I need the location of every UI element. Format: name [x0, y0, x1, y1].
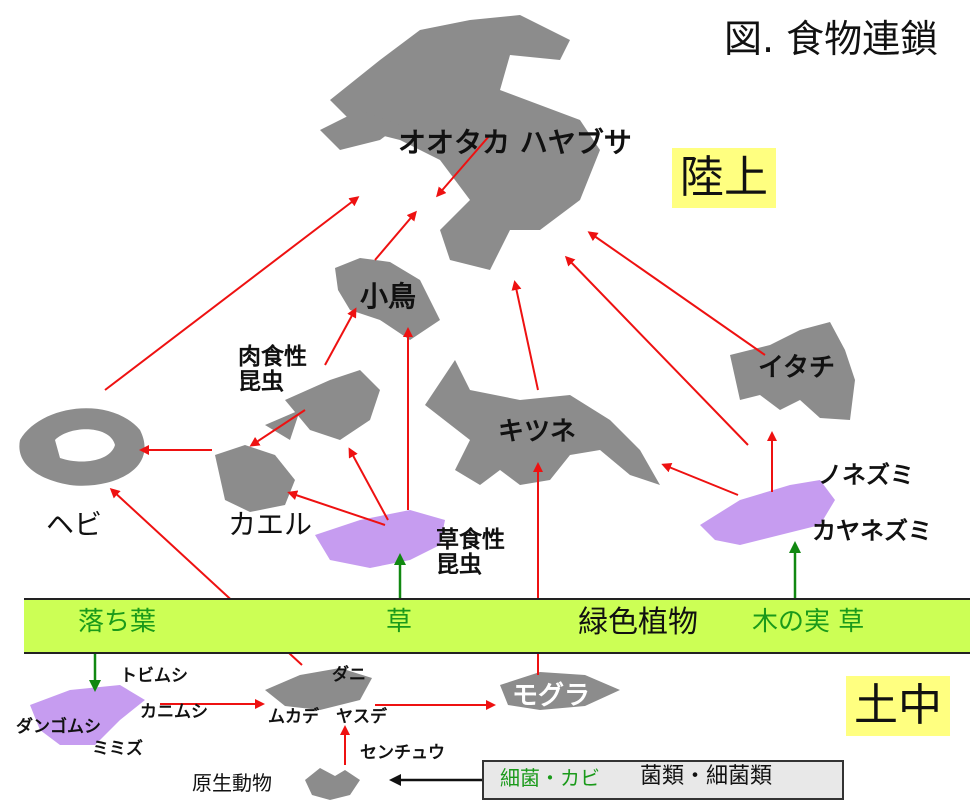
pseudoscorpion-label: カニムシ [140, 702, 208, 722]
decomposer-box [482, 760, 844, 800]
pillbug-silhouette [30, 685, 145, 745]
green-plants-band [24, 598, 970, 654]
centipede-label: ムカデ [268, 707, 319, 727]
harvest-mouse-label: カヤネズミ [812, 517, 932, 545]
field-mouse-label: ノネズミ [818, 461, 914, 489]
snake-silhouette [19, 408, 145, 486]
protozoa-silhouette [305, 768, 360, 800]
mite-label: ダニ [332, 665, 366, 685]
snake-label: ヘビ [46, 508, 103, 541]
carnivorous-insect-label: 肉食性 昆虫 [238, 344, 307, 396]
raptor-silhouette [320, 15, 600, 270]
fox-label: キツネ [498, 417, 577, 447]
grass-label: 草 [386, 607, 413, 637]
land-zone-tag: 陸上 [672, 148, 776, 208]
diagram-title: 図. 食物連鎖 [724, 17, 939, 61]
protozoa-label: 原生動物 [192, 771, 272, 795]
springtail-label: トビムシ [120, 666, 188, 686]
nuts-grass-label: 木の実 草 [752, 607, 865, 637]
herbivorous-insect-label: 草食性 昆虫 [436, 527, 505, 579]
red-arrows [104, 134, 777, 765]
fungi-bacteria-label: 菌類・細菌類 [640, 764, 773, 789]
nematode-label: センチュウ [360, 743, 445, 763]
bacteria-fungi-label: 細菌・カビ [500, 766, 600, 790]
frog-silhouette [215, 445, 295, 512]
herbivorous-insect-silhouette [315, 510, 445, 568]
earthworm-label: ミミズ [92, 739, 143, 759]
mouse-silhouette [700, 480, 835, 545]
fox-silhouette [425, 360, 660, 485]
small-bird-label: 小鳥 [360, 280, 417, 313]
raptor-label: オオタカ ハヤブサ [398, 126, 632, 159]
mole-silhouette [500, 672, 620, 710]
weasel-label: イタチ [758, 353, 835, 383]
soil-zone-tag: 土中 [846, 676, 950, 736]
frog-label: カエル [228, 508, 313, 541]
fallen-leaves-label: 落ち葉 [78, 607, 157, 637]
weasel-silhouette [730, 322, 855, 420]
centipede-silhouette [265, 668, 372, 710]
green-plants-label: 緑色植物 [578, 605, 698, 640]
small-bird-silhouette [335, 258, 440, 340]
mole-label: モグラ [512, 681, 591, 711]
pillbug-label: ダンゴムシ [16, 717, 101, 737]
millipede-label: ヤスデ [336, 707, 387, 727]
